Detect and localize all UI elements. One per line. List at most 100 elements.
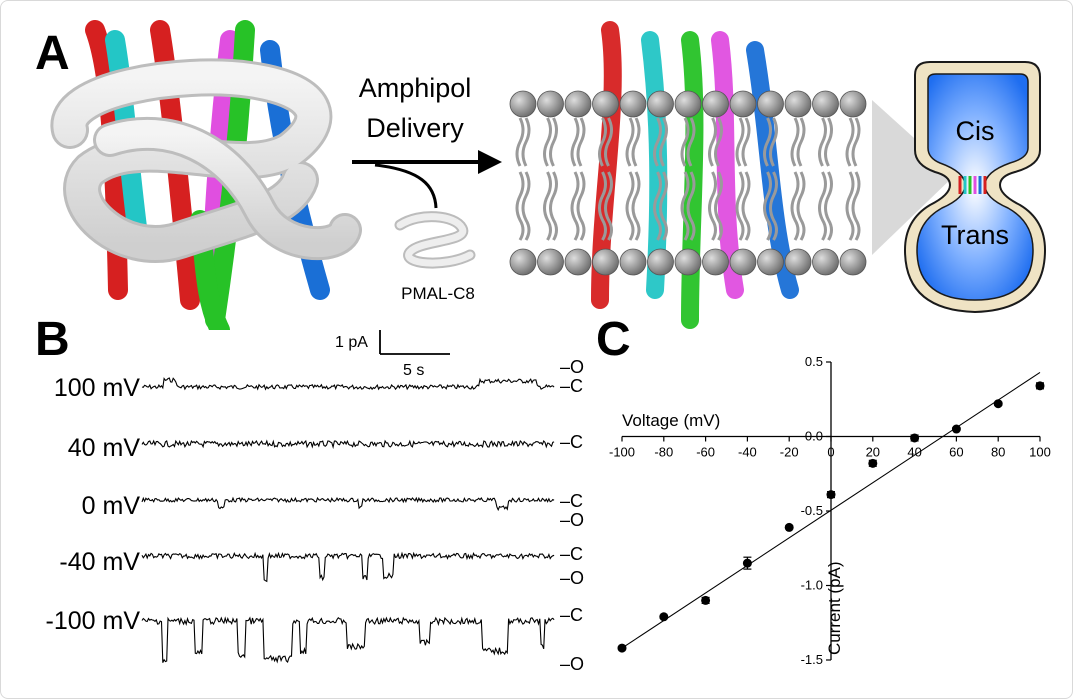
lipid-tail [625, 171, 635, 241]
x-tick-label: 80 [991, 445, 1005, 460]
single-channel-traces [141, 330, 555, 664]
panel-letter-b: B [35, 313, 70, 366]
state-neg100-top: –C [560, 605, 584, 625]
lipid-tail [543, 117, 552, 167]
current-trace-1 [141, 439, 555, 450]
lipid-head [757, 90, 784, 118]
lipid-tail [796, 117, 806, 167]
lipid-tail [625, 117, 635, 167]
state-label: C [570, 432, 584, 452]
lipid-head [537, 90, 564, 118]
data-point [868, 458, 878, 468]
amphipol-label: PMAL-C8 [401, 284, 475, 303]
state-label: C [570, 376, 584, 396]
trace-voltage-40: 40 mV [67, 434, 140, 462]
data-point [742, 558, 752, 568]
lipid-tail [521, 117, 531, 167]
lipid-tail [714, 117, 723, 167]
lipid-tail [653, 171, 662, 241]
lipid-head [592, 90, 619, 118]
lipid-bilayer [509, 21, 867, 329]
data-point [784, 522, 794, 532]
lipid-tail [576, 117, 586, 167]
lipid-tail [598, 171, 607, 241]
lipid-tail [631, 117, 641, 167]
lipid-tail [543, 171, 552, 241]
x-tick-label: 0 [827, 445, 834, 460]
trans-label: Trans [940, 220, 1009, 250]
x-tick-label: -40 [738, 445, 757, 460]
current-trace-0 [141, 377, 555, 391]
lipid-head [784, 248, 812, 276]
state-neg40-bottom: –O [560, 568, 585, 588]
lipid-head [619, 90, 647, 118]
lipid-head [812, 90, 839, 118]
lipid-tail [790, 171, 800, 241]
fit-line [621, 371, 1041, 649]
state-label: C [570, 491, 584, 511]
data-point [951, 424, 961, 434]
lipid-head [674, 90, 702, 118]
lipid-tail [686, 117, 696, 167]
lipid-head [647, 90, 674, 118]
data-point [617, 643, 627, 653]
lipid-tail [735, 171, 745, 241]
lipid-tail [714, 171, 723, 241]
lipid-tail [659, 117, 668, 167]
lipid-head [674, 248, 702, 276]
lipid-tail [708, 171, 717, 241]
data-point [1035, 381, 1045, 391]
arrow-label-line1: Amphipol [358, 73, 472, 103]
state-label: C [570, 544, 584, 564]
lipid-head [757, 248, 784, 276]
lipid-head [729, 90, 757, 118]
state-40-top: –C [560, 432, 584, 452]
y-tick-label: 0.0 [805, 429, 823, 444]
panel-letter-c: C [596, 313, 631, 366]
lipid-tail [735, 117, 745, 167]
lipid-tail [631, 171, 641, 241]
x-tick-label: 60 [949, 445, 963, 460]
x-axis-label: Voltage (mV) [622, 411, 721, 430]
state-100-top: –O [560, 357, 585, 377]
lipid-head [537, 248, 564, 276]
x-tick-label: -20 [780, 445, 799, 460]
current-trace-2 [141, 496, 555, 512]
y-tick-label: 0.5 [805, 354, 823, 369]
lipid-tail [851, 117, 861, 167]
lipid-tail [790, 117, 800, 167]
trace-voltage-neg40: -40 mV [59, 548, 140, 576]
lipid-tail [570, 171, 580, 241]
lipid-tail [680, 117, 690, 167]
x-tick-label: -60 [696, 445, 715, 460]
lipid-tail [769, 171, 778, 241]
lipid-tail [576, 171, 586, 241]
scale-current-label: 1 pA [335, 334, 368, 351]
lipid-tail [796, 171, 806, 241]
lipid-tail [824, 171, 833, 241]
lipid-head [812, 248, 839, 276]
lipid-head [509, 248, 537, 276]
state-100-bottom: –C [560, 376, 584, 396]
x-tick-label: -100 [609, 445, 635, 460]
x-tick-label: 40 [907, 445, 921, 460]
bilayer-chamber-diagram [903, 61, 1047, 314]
lipid-tail [708, 117, 717, 167]
lipid-head [619, 248, 647, 276]
lipid-head [509, 90, 537, 118]
lipid-head [702, 90, 729, 118]
lipid-tail [659, 171, 668, 241]
x-tick-label: -80 [654, 445, 673, 460]
trace-voltage-neg100: -100 mV [45, 607, 140, 635]
data-point [701, 595, 711, 605]
lipid-tail [515, 117, 525, 167]
lipid-tail [604, 171, 613, 241]
lipid-tail [824, 117, 833, 167]
lipid-head [564, 90, 592, 118]
lipid-tail [521, 171, 531, 241]
data-point [993, 399, 1003, 409]
state-label: C [570, 605, 584, 625]
data-point [910, 433, 920, 443]
state-label: O [570, 357, 585, 377]
